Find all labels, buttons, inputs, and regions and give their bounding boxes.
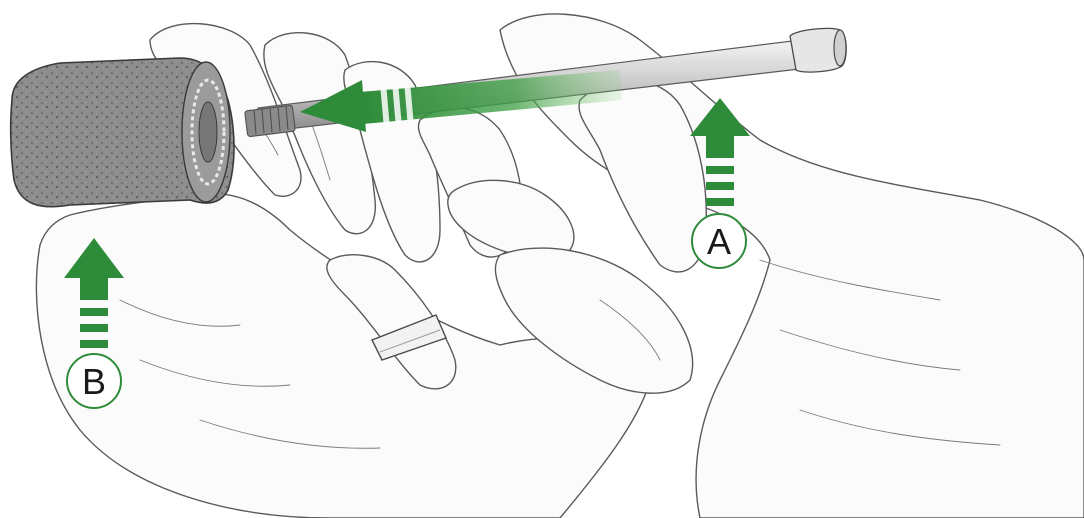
label-a: A	[692, 214, 746, 268]
foam-cylinder	[11, 58, 234, 207]
thread-tip	[245, 105, 296, 137]
label-a-text: A	[707, 221, 731, 262]
label-b: B	[67, 354, 121, 408]
label-b-text: B	[82, 361, 106, 402]
